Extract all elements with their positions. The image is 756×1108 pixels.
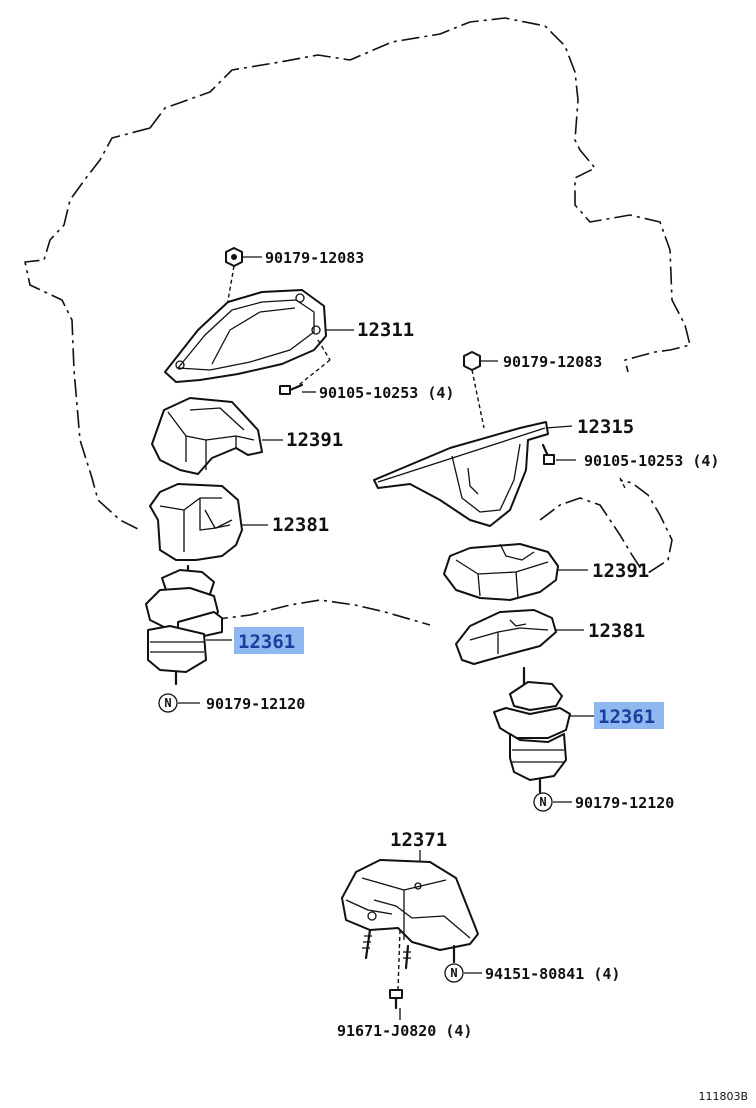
n-symbol-rear-icon (444, 963, 464, 983)
label-nut-bottom-right: 90179-12120 (575, 794, 674, 812)
rear-stud-bolt-icon (389, 989, 403, 1010)
bracket-left-12311 (164, 289, 327, 383)
rear-mount-12371 (341, 859, 479, 951)
bolt-left-icon (279, 383, 304, 395)
n-symbol-rear-text: N (450, 966, 457, 980)
label-nut-top-right: 90179-12083 (503, 353, 602, 371)
n-symbol-left-text: N (164, 696, 171, 710)
nut-top-left-icon (225, 247, 243, 267)
label-rear-mount: 12371 (390, 829, 447, 851)
rear-studs-icon (362, 928, 456, 970)
insulator-right-12391 (443, 543, 559, 601)
n-symbol-right-text: N (539, 795, 546, 809)
n-symbol-left-icon (158, 693, 178, 713)
label-bolt-left: 90105-10253 (4) (319, 384, 454, 402)
engine-outline (24, 17, 691, 531)
label-insulator-right: 12391 (592, 560, 649, 582)
label-mount-left: 12361 (238, 631, 295, 653)
insulator-left-12391 (151, 397, 263, 475)
bolt-right-icon (541, 443, 555, 465)
mount-left-12361 (145, 564, 223, 686)
diagram-code: 111803B (698, 1090, 748, 1103)
label-mount-right: 12361 (598, 706, 655, 728)
stopper-right-12381 (455, 609, 557, 665)
engine-outline-right (539, 479, 673, 576)
label-bracket-left: 12311 (357, 319, 414, 341)
label-bracket-right: 12315 (577, 416, 634, 438)
highlight-mount-right (594, 702, 664, 729)
label-stopper-right: 12381 (588, 620, 645, 642)
engine-outline-lower (209, 599, 431, 626)
label-bolt-right: 90105-10253 (4) (584, 452, 719, 470)
highlight-mount-left (234, 627, 304, 654)
label-insulator-left: 12391 (286, 429, 343, 451)
n-symbol-right-icon (533, 792, 553, 812)
mount-right-12361 (493, 666, 571, 794)
bracket-right-12315 (373, 421, 549, 527)
label-nut-top-left: 90179-12083 (265, 249, 364, 267)
stopper-left-12381 (149, 483, 243, 561)
label-nut-bottom-left: 90179-12120 (206, 695, 305, 713)
nut-top-right-icon (463, 351, 481, 371)
label-rear-bolt: 94151-80841 (4) (485, 965, 620, 983)
label-stopper-left: 12381 (272, 514, 329, 536)
label-rear-stud: 91671-J0820 (4) (337, 1022, 472, 1040)
